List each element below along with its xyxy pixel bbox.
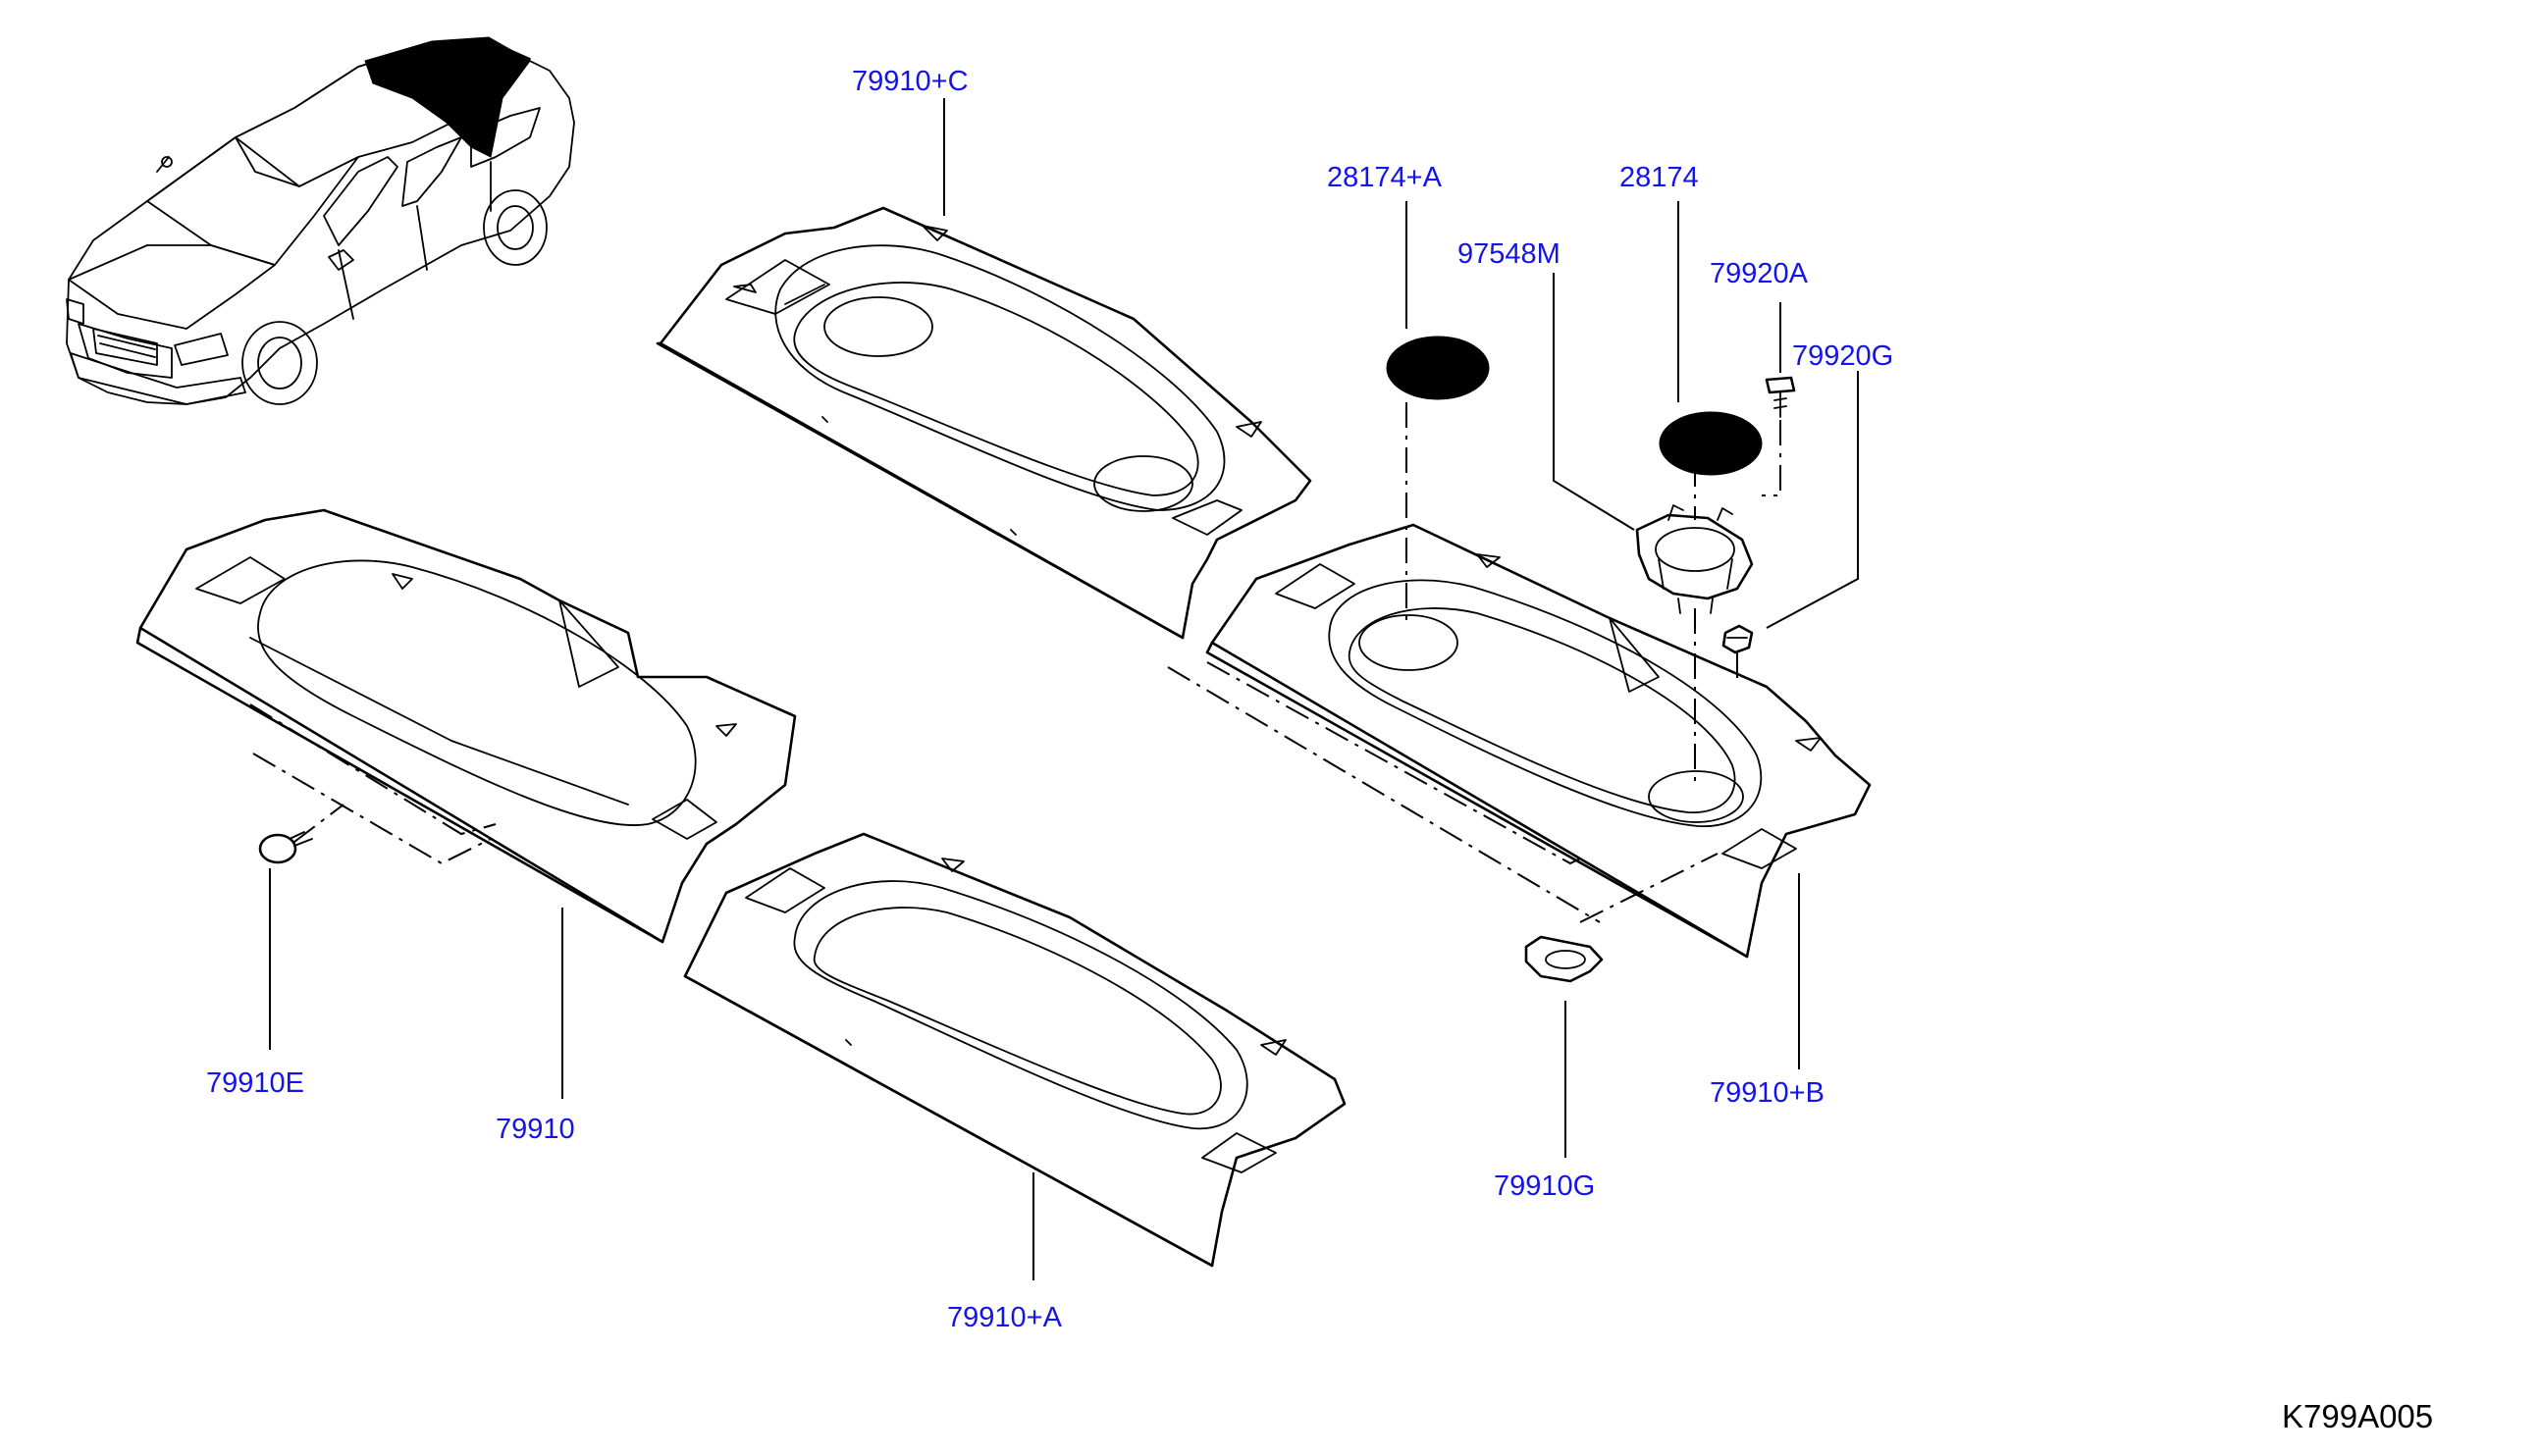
vehicle-locator-illustration <box>66 36 575 405</box>
callout-79920a: 79920A <box>1710 258 1809 289</box>
callout-79920g: 79920G <box>1792 340 1893 372</box>
rear-glass-highlight <box>364 36 531 158</box>
pad-28174 <box>1659 411 1763 476</box>
clip-79920g <box>1721 624 1754 654</box>
figure-code: K799A005 <box>2282 1398 2433 1434</box>
hook-79910g <box>1524 935 1604 983</box>
callout-79910-b: 79910+B <box>1710 1077 1825 1109</box>
shelf-79910 <box>135 508 797 944</box>
callout-28174: 28174 <box>1619 162 1699 193</box>
clip-79910e <box>258 831 313 864</box>
shelf-79910-b <box>1205 523 1872 959</box>
shelf-79910-c <box>656 206 1312 640</box>
screw-79920a <box>1765 376 1796 418</box>
callout-79910e: 79910E <box>206 1067 304 1099</box>
shelf-79910-a <box>683 832 1347 1268</box>
callout-79910-a: 79910+A <box>947 1302 1063 1333</box>
callout-79910g: 79910G <box>1494 1170 1595 1202</box>
callout-28174-a: 28174+A <box>1327 162 1443 193</box>
callout-97548m: 97548M <box>1457 238 1560 270</box>
callout-79910: 79910 <box>496 1114 575 1145</box>
pad-28174-a <box>1386 336 1490 400</box>
bracket-97548m <box>1635 504 1754 614</box>
callout-79910-c: 79910+C <box>852 66 969 97</box>
